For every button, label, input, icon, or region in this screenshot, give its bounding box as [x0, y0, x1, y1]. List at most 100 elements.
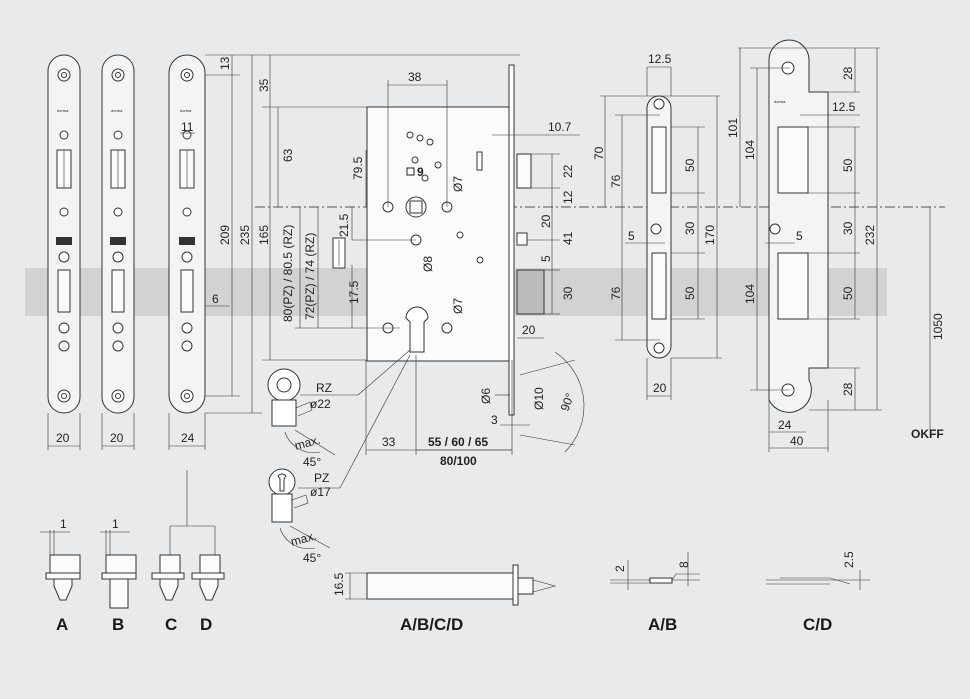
dim-72-pz-rz: 72(PZ) / 74 (RZ): [303, 233, 317, 320]
svg-text:dorma: dorma: [111, 108, 123, 113]
faceplate-dims: [47, 54, 262, 450]
dim-50a: 50: [683, 158, 697, 172]
label-cd: C/D: [803, 615, 832, 634]
strike-plate-cd: dorma: [738, 39, 931, 452]
dim-20d: 20: [522, 323, 536, 337]
dim-50c: 50: [841, 158, 855, 172]
lock-body: [332, 64, 545, 416]
dim-38: 38: [408, 70, 422, 84]
dim-28b: 28: [841, 382, 855, 396]
dim-79-5: 79.5: [351, 156, 365, 180]
dim-235: 235: [238, 225, 252, 245]
dim-165: 165: [257, 225, 271, 245]
dim-5: 5: [539, 255, 553, 262]
dim-1b: 1: [112, 517, 119, 531]
dim-76a: 76: [609, 174, 623, 188]
dim-6: 6: [212, 292, 219, 306]
cylinder-pz: [268, 354, 411, 549]
dim-1050: 1050: [931, 313, 945, 340]
dim-8b: 8: [677, 561, 691, 568]
dim-20e: 20: [653, 381, 667, 395]
faceplate-c: dorma: [168, 54, 206, 414]
svg-text:dorma: dorma: [180, 108, 192, 113]
dim-55-60-65: 55 / 60 / 65: [428, 435, 488, 449]
dim-45deg2: 45°: [303, 551, 321, 565]
dim-20a: 20: [56, 431, 70, 445]
label-c: C: [165, 615, 177, 634]
dim-d6: Ø6: [479, 388, 493, 404]
dim-max1: max.: [293, 433, 322, 453]
label-b: B: [112, 615, 124, 634]
dim-33: 33: [382, 435, 396, 449]
dim-5c: 5: [796, 229, 803, 243]
label-d: D: [200, 615, 212, 634]
dim-17-5: 17.5: [347, 280, 361, 304]
square-9-marker: [406, 167, 415, 176]
dim-1a: 1: [60, 517, 67, 531]
label-pz: PZ: [314, 471, 329, 485]
dim-20b: 20: [110, 431, 124, 445]
label-okff: OKFF: [911, 427, 944, 441]
dim-24: 24: [181, 431, 195, 445]
dim-21-5: 21.5: [337, 213, 351, 237]
dim-pz17: ø17: [310, 485, 331, 499]
label-abcd: A/B/C/D: [400, 615, 463, 634]
svg-text:dorma: dorma: [774, 99, 786, 104]
dim-2-5: 2.5: [842, 551, 856, 568]
dim-80-pz-rz: 80(PZ) / 80.5 (RZ): [281, 225, 295, 322]
latch-profiles: [40, 470, 225, 609]
dim-41: 41: [561, 231, 575, 245]
dim-3: 3: [491, 413, 498, 427]
dim-232: 232: [863, 225, 877, 245]
dim-11: 11: [181, 120, 194, 134]
svg-text:dorma: dorma: [57, 108, 69, 113]
dim-45deg1: 45°: [303, 455, 321, 469]
dim-12-5a: 12.5: [648, 52, 672, 66]
faceplate-a: dorma: [47, 54, 81, 414]
dim-63: 63: [281, 148, 295, 162]
dim-209: 209: [218, 225, 232, 245]
dim-80-100: 80/100: [440, 454, 477, 468]
dim-13: 13: [218, 56, 232, 70]
dim-d10: Ø10: [532, 387, 546, 410]
dim-12-5b: 12.5: [832, 100, 856, 114]
section-ab: [610, 552, 700, 590]
dim-30a: 30: [561, 286, 575, 300]
dim-d7a: Ø7: [451, 176, 465, 192]
dim-50b: 50: [683, 286, 697, 300]
dim-rz22: ø22: [310, 397, 331, 411]
dim-101: 101: [726, 118, 740, 138]
dim-30b: 30: [683, 221, 697, 235]
dim-22: 22: [561, 164, 575, 178]
dim-16-5: 16.5: [332, 572, 346, 596]
dim-90deg: 90°: [558, 391, 577, 413]
dim-2: 2: [613, 565, 627, 572]
dim-10-7: 10.7: [548, 120, 572, 134]
label-ab: A/B: [648, 615, 677, 634]
dim-50d: 50: [841, 286, 855, 300]
cylinder-rz: [267, 349, 411, 456]
dim-28a: 28: [841, 66, 855, 80]
dim-20c: 20: [539, 214, 553, 228]
dim-170: 170: [703, 225, 717, 245]
lock-dims: [262, 54, 585, 455]
dim-104a: 104: [743, 140, 757, 160]
dim-24b: 24: [778, 418, 792, 432]
dim-30c: 30: [841, 221, 855, 235]
dim-d8: Ø8: [421, 256, 435, 272]
strike-plate-ab: [600, 66, 722, 400]
lock-side-section: [345, 564, 557, 606]
dim-5b: 5: [628, 229, 635, 243]
dim-12: 12: [561, 190, 575, 204]
dim-70: 70: [592, 146, 606, 160]
dim-76b: 76: [609, 286, 623, 300]
faceplate-b: dorma: [101, 54, 135, 414]
label-a: A: [56, 615, 68, 634]
dim-d7b: Ø7: [451, 298, 465, 314]
dim-40: 40: [790, 434, 804, 448]
dim-35: 35: [257, 78, 271, 92]
dim-max2: max.: [289, 529, 318, 549]
dim-9: 9: [417, 165, 424, 179]
section-cd: [766, 570, 870, 590]
